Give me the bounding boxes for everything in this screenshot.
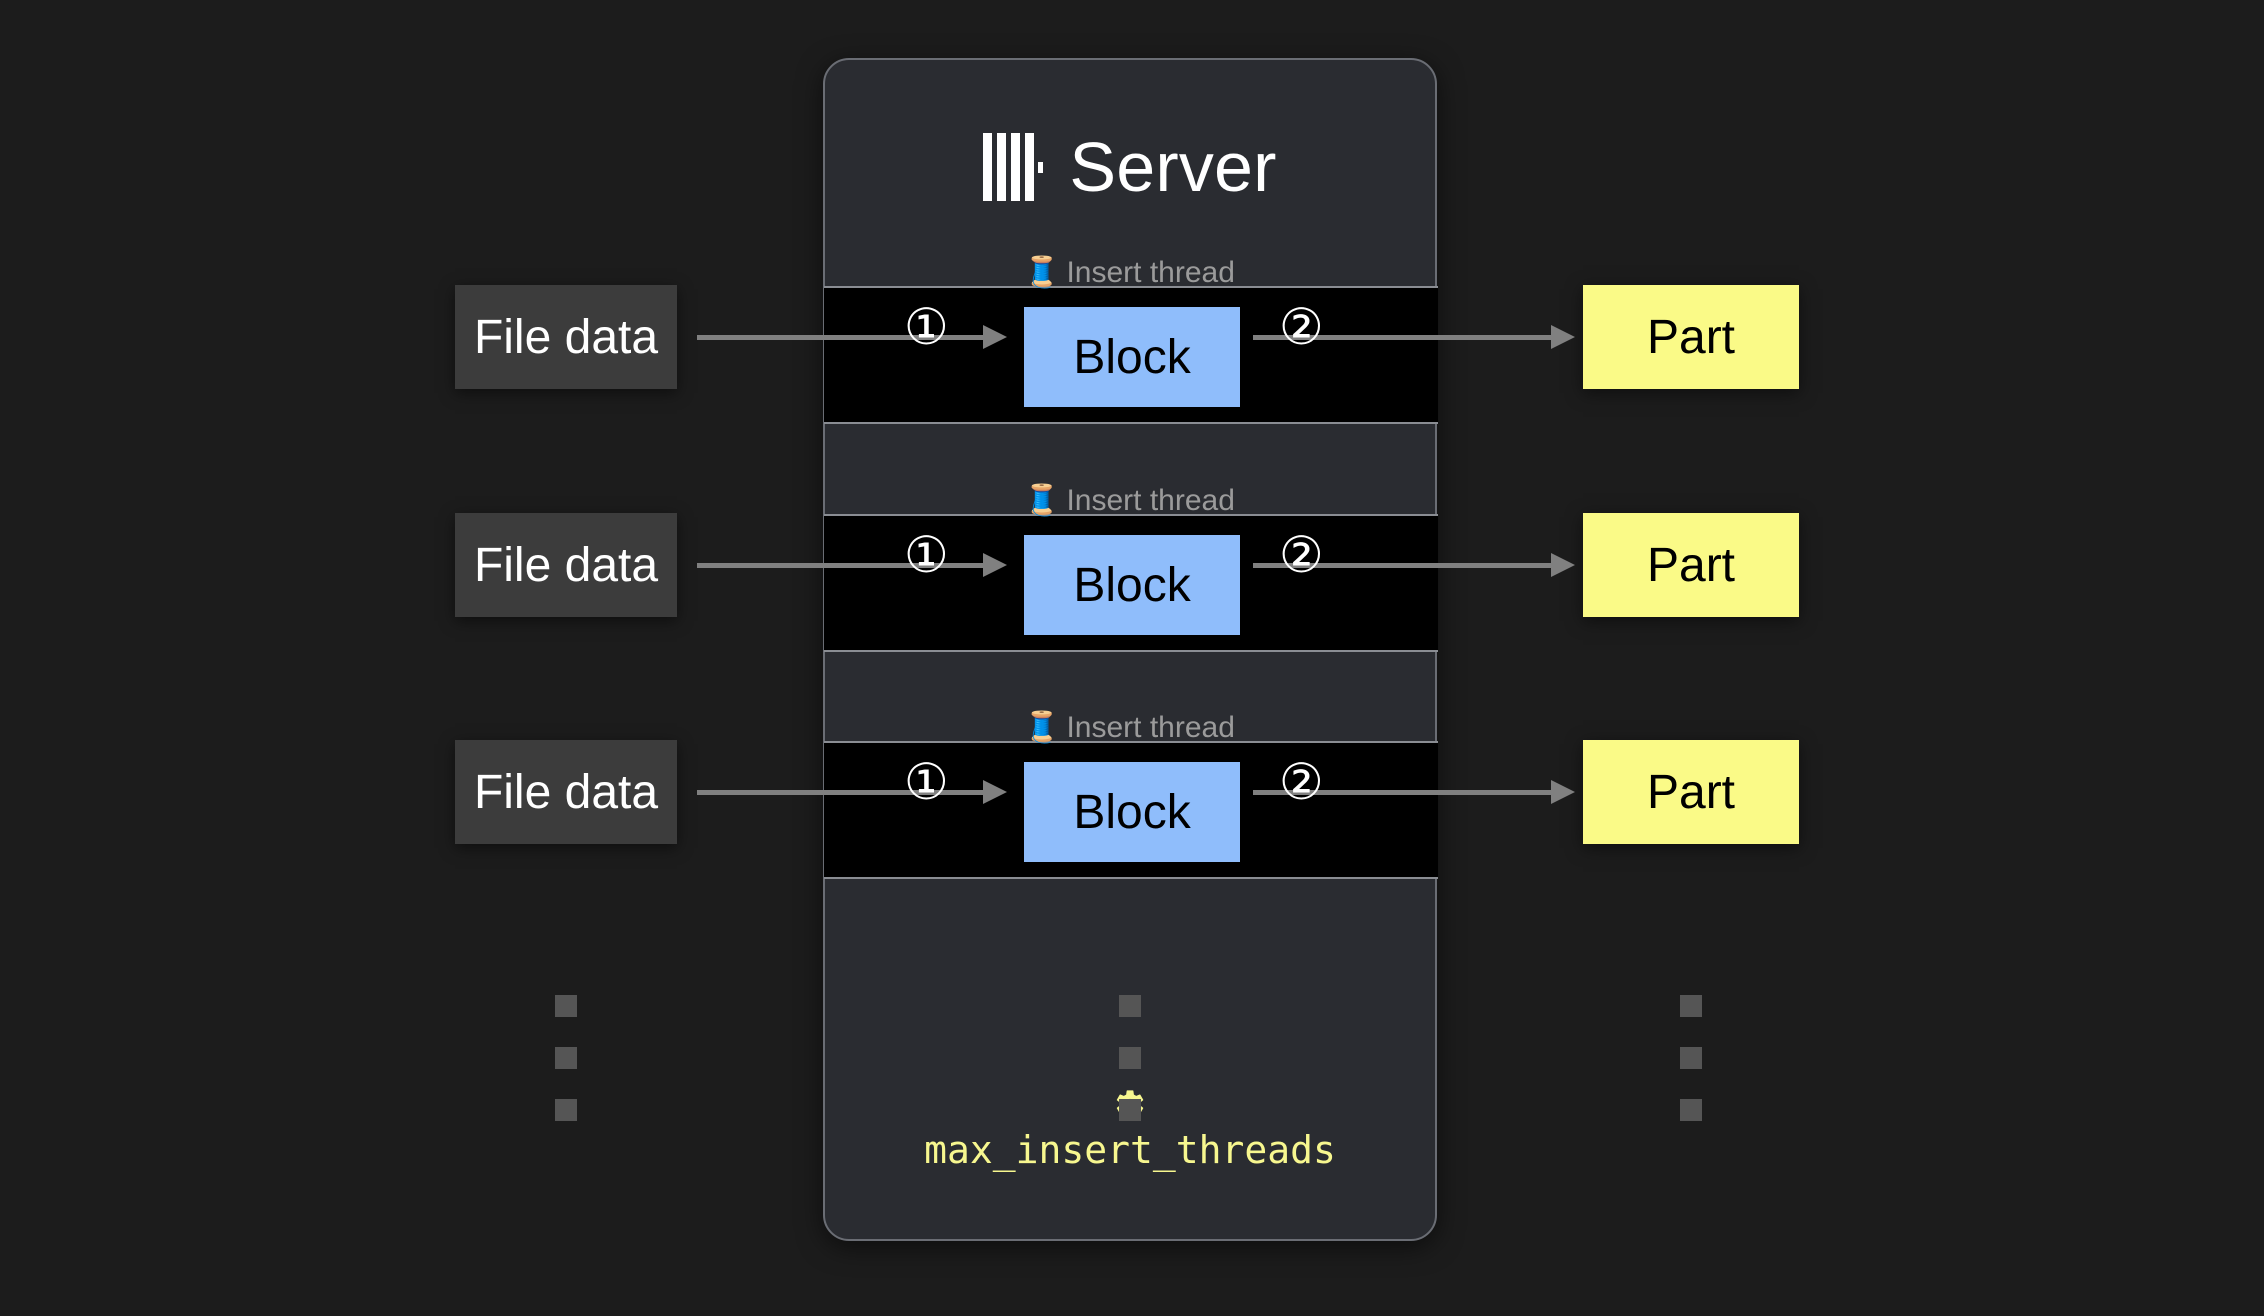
server-title: Server [825, 132, 1435, 202]
file-data-box-2: File data [455, 513, 677, 617]
arrow-head [983, 325, 1007, 349]
step-number-in-1: ① [904, 298, 949, 356]
ellipsis-square [555, 995, 577, 1017]
insert-thread-text: Insert thread [1066, 256, 1235, 289]
thread-spool-icon: 🧵 [1023, 256, 1061, 289]
arrow-block-to-part-1 [1253, 325, 1575, 349]
arrow-head [1551, 325, 1575, 349]
file-data-box-3: File data [455, 740, 677, 844]
arrow-block-to-part-3 [1253, 780, 1575, 804]
file-data-box-1: File data [455, 285, 677, 389]
arrow-head [983, 780, 1007, 804]
block-box-3: Block [1024, 762, 1240, 862]
clickhouse-logo-icon [983, 133, 1044, 201]
ellipsis-square [1680, 1099, 1702, 1121]
block-ellipsis [1119, 995, 1141, 1121]
insert-thread-label-1: 🧵 Insert thread [825, 258, 1435, 288]
ellipsis-square [555, 1047, 577, 1069]
insert-thread-row-2: ① ② Block [824, 514, 1438, 652]
ellipsis-square [555, 1099, 577, 1121]
insert-thread-row-3: ① ② Block [824, 741, 1438, 879]
block-box-2: Block [1024, 535, 1240, 635]
setting-group: max_insert_threads [825, 1087, 1435, 1169]
arrow-file-to-block-2 [697, 553, 1007, 577]
step-number-in-2: ① [904, 526, 949, 584]
insert-thread-label-2: 🧵 Insert thread [825, 486, 1435, 516]
step-number-in-3: ① [904, 753, 949, 811]
arrow-shaft [697, 563, 985, 568]
step-number-out-1: ② [1279, 298, 1324, 356]
ellipsis-square [1119, 1099, 1141, 1121]
thread-spool-icon: 🧵 [1023, 711, 1061, 744]
ellipsis-square [1680, 995, 1702, 1017]
insert-thread-row-1: ① ② Block [824, 286, 1438, 424]
part-ellipsis [1680, 995, 1702, 1121]
insert-thread-text: Insert thread [1066, 484, 1235, 517]
server-panel: Server ① ② Block 🧵 Insert thread ① ② Blo… [823, 58, 1438, 1241]
arrow-shaft [697, 335, 985, 340]
file-data-ellipsis [555, 995, 577, 1121]
arrow-shaft [1253, 563, 1553, 568]
step-number-out-2: ② [1279, 526, 1324, 584]
max-insert-threads-label: max_insert_threads [924, 1128, 1336, 1172]
ellipsis-square [1119, 995, 1141, 1017]
arrow-block-to-part-2 [1253, 553, 1575, 577]
ellipsis-square [1119, 1047, 1141, 1069]
part-box-3: Part [1583, 740, 1799, 844]
thread-spool-icon: 🧵 [1023, 484, 1061, 517]
arrow-head [1551, 553, 1575, 577]
step-number-out-3: ② [1279, 753, 1324, 811]
arrow-shaft [1253, 790, 1553, 795]
insert-thread-label-3: 🧵 Insert thread [825, 713, 1435, 743]
part-box-1: Part [1583, 285, 1799, 389]
arrow-head [1551, 780, 1575, 804]
server-title-label: Server [1069, 128, 1277, 206]
arrow-file-to-block-3 [697, 780, 1007, 804]
arrow-shaft [1253, 335, 1553, 340]
arrow-shaft [697, 790, 985, 795]
insert-thread-text: Insert thread [1066, 711, 1235, 744]
arrow-file-to-block-1 [697, 325, 1007, 349]
part-box-2: Part [1583, 513, 1799, 617]
arrow-head [983, 553, 1007, 577]
ellipsis-square [1680, 1047, 1702, 1069]
block-box-1: Block [1024, 307, 1240, 407]
